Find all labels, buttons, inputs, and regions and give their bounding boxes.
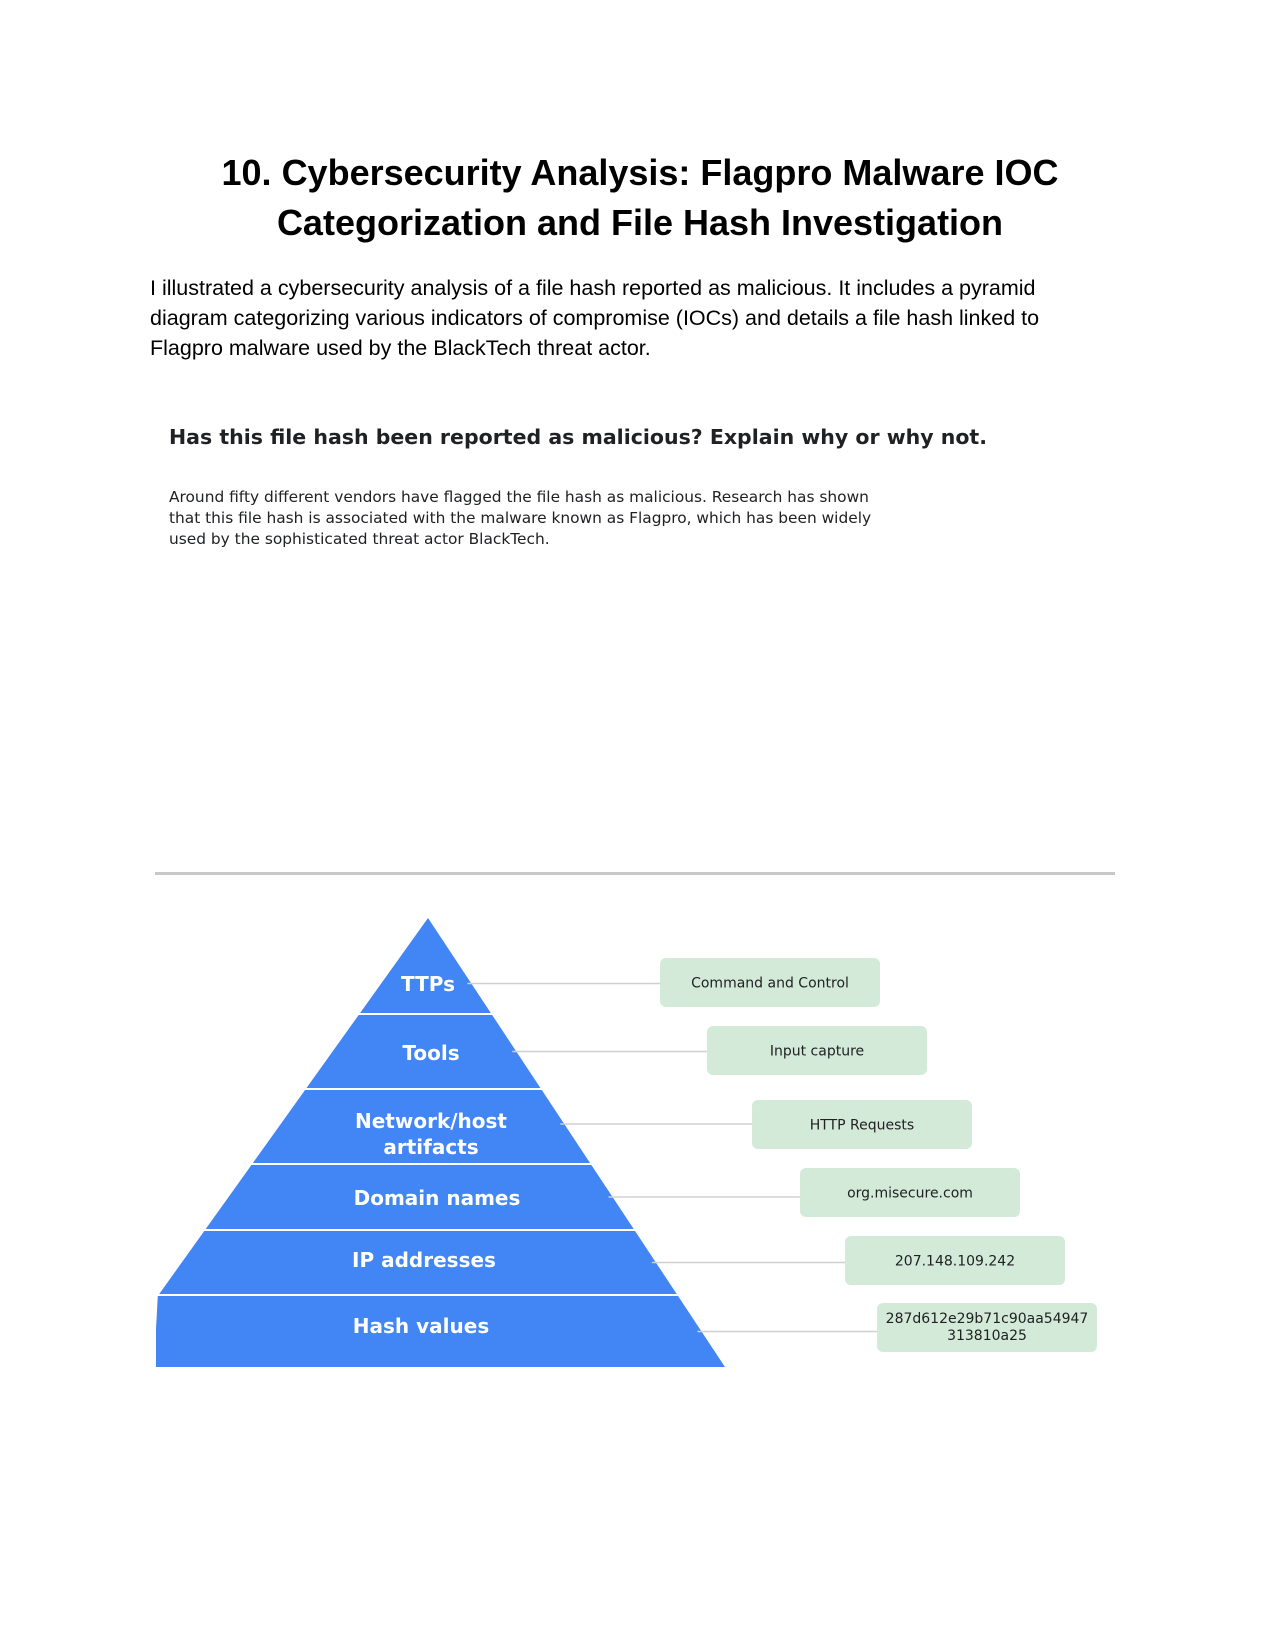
qa-answer-line-1: Around fifty different vendors have flag… <box>169 488 869 506</box>
pyramid-layer-label: Tools <box>402 1041 459 1065</box>
pyramid-layer <box>360 918 491 1013</box>
ioc-box-text: HTTP Requests <box>810 1118 914 1134</box>
qa-answer-line-3: used by the sophisticated threat actor B… <box>169 530 550 548</box>
pyramid-layer-label: Domain names <box>354 1186 521 1210</box>
pyramid-layer <box>205 1165 634 1229</box>
ioc-box-text: org.misecure.com <box>847 1186 973 1202</box>
qa-answer: Around fifty different vendors have flag… <box>169 487 969 550</box>
intro-line-2: diagram categorizing various indicators … <box>150 306 1040 330</box>
ioc-box <box>845 1236 1065 1285</box>
ioc-box <box>660 958 880 1007</box>
ioc-box-text: 287d612e29b71c90aa54947 <box>886 1311 1089 1327</box>
pyramid-layer-label: Network/host <box>355 1109 507 1133</box>
pyramid-layer-label: IP addresses <box>352 1248 496 1272</box>
intro-paragraph: I illustrated a cybersecurity analysis o… <box>150 273 1130 363</box>
pyramid-layer <box>306 1015 541 1088</box>
pyramid-layer <box>156 1296 725 1367</box>
page-title-line-2: Categorization and File Hash Investigati… <box>276 202 1004 243</box>
pyramid-layer <box>252 1090 591 1163</box>
section-divider <box>155 872 1115 875</box>
ioc-box-text: Input capture <box>770 1044 864 1060</box>
pyramid-layer-label: Hash values <box>353 1314 489 1338</box>
ioc-box <box>752 1100 972 1149</box>
ioc-box <box>877 1303 1097 1352</box>
pyramid-layer-label: artifacts <box>383 1135 478 1159</box>
pyramid-layer-label: TTPs <box>401 972 455 996</box>
ioc-box-text: 313810a25 <box>947 1328 1027 1344</box>
qa-question: Has this file hash been reported as mali… <box>169 425 988 449</box>
ioc-box <box>707 1026 927 1075</box>
qa-answer-line-2: that this file hash is associated with t… <box>169 509 872 527</box>
pyramid-layer <box>159 1231 677 1294</box>
page-title-line-1: 10. Cybersecurity Analysis: Flagpro Malw… <box>221 152 1059 193</box>
intro-line-3: Flagpro malware used by the BlackTech th… <box>150 336 651 360</box>
ioc-box-text: 207.148.109.242 <box>895 1254 1015 1270</box>
intro-line-1: I illustrated a cybersecurity analysis o… <box>150 276 1036 300</box>
page-title: 10. Cybersecurity Analysis: Flagpro Malw… <box>150 148 1130 248</box>
ioc-box-text: Command and Control <box>691 976 849 992</box>
ioc-box <box>800 1168 1020 1217</box>
